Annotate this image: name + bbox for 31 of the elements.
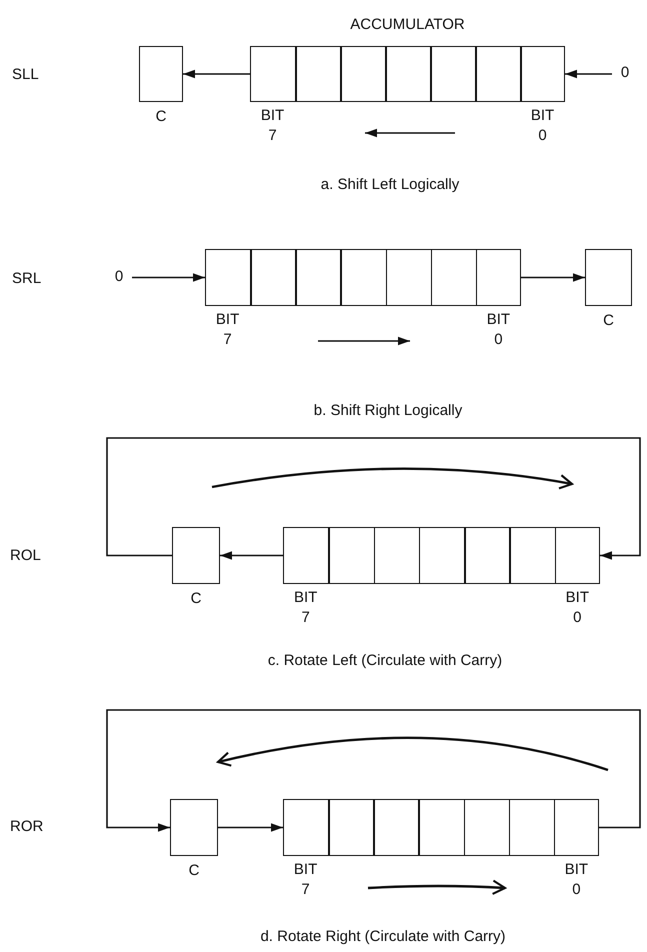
bit-label: BIT 7 <box>292 588 318 628</box>
arrow <box>132 273 205 282</box>
instruction-label: SLL <box>12 66 39 84</box>
bit-label: BIT 7 <box>260 106 286 146</box>
figure-caption: c. Rotate Left (Circulate with Carry) <box>268 652 502 670</box>
input-value: 0 <box>114 268 124 286</box>
figure-caption: d. Rotate Right (Circulate with Carry) <box>260 928 506 946</box>
arrow <box>106 437 641 560</box>
instruction-label: ROL <box>10 547 41 565</box>
instruction-label: SRL <box>12 270 42 288</box>
bit-label: BIT 0 <box>530 106 556 146</box>
arrow <box>521 273 585 282</box>
bit-label: BIT 0 <box>486 310 512 350</box>
bit-label: BIT 7 <box>214 310 240 350</box>
carry-label: C <box>188 862 200 880</box>
carry-label: C <box>190 590 202 608</box>
figure-caption: b. Shift Right Logically <box>314 402 462 420</box>
bit-label: BIT 0 <box>564 860 590 900</box>
carry-label: C <box>154 108 168 126</box>
arrow <box>106 709 641 832</box>
bit-label: BIT 0 <box>564 588 590 628</box>
input-value: 0 <box>620 64 630 82</box>
register-title: ACCUMULATOR <box>349 16 466 34</box>
arrow <box>565 70 612 78</box>
instruction-label: ROR <box>10 818 44 836</box>
arrow <box>220 551 283 560</box>
bit-label: BIT 7 <box>292 860 318 900</box>
arrow <box>183 70 250 78</box>
arrow <box>218 823 283 832</box>
figure-caption: a. Shift Left Logically <box>320 176 460 194</box>
carry-label: C <box>602 312 615 330</box>
